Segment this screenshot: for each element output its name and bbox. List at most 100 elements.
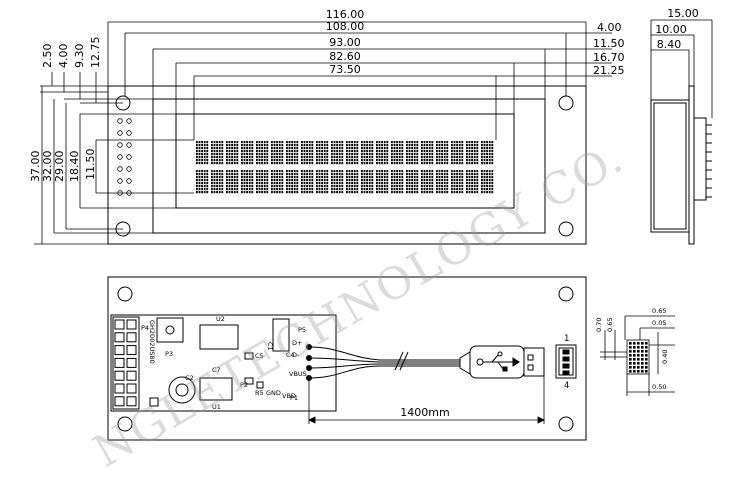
label-vbus: VBUS [289,370,307,378]
pixel-dot [428,176,431,179]
pixel-dot [486,188,488,191]
pixel-dot [363,150,366,153]
pixel-dot [323,153,326,156]
pixel-dot [368,176,371,179]
pixel-dot [326,179,329,182]
pixel-dot [436,141,438,144]
pixel-dot [438,159,441,162]
pixel-dot [353,182,356,185]
pixel-dot [221,179,224,182]
pixel-dot [276,141,278,144]
pixel-dot [336,153,338,156]
pixel-dot [331,153,333,156]
pin-dot [641,366,644,369]
pixel-dot [371,176,374,179]
pixel-dot [248,159,251,162]
pixel-dot [263,156,266,159]
pixel-dot [438,179,441,182]
pixel-dot [461,188,464,191]
pixel-dot [416,150,419,153]
pixel-dot [456,153,458,156]
cap-c1 [272,318,290,352]
pixel-dot [251,188,254,191]
pixel-dot [216,188,218,191]
pixel-dot [263,185,266,188]
pixel-dot [226,147,228,150]
pixel-dot [416,162,419,165]
pixel-dot [318,141,321,144]
pixel-dot [423,159,426,162]
pixel-dot [351,182,353,185]
pixel-dot [413,173,416,176]
pixel-dot [218,144,221,147]
pixel-dot [341,150,344,153]
char-cell [361,141,374,165]
pixel-dot [356,185,359,188]
pixel-dot [483,156,486,159]
pixel-dot [426,162,428,165]
pixel-dot [336,176,338,179]
pin-dot [645,346,648,349]
pixel-dot [411,182,413,185]
char-cell [391,141,404,165]
pixel-dot [416,156,419,159]
pixel-dot [451,156,453,159]
pixel-dot [256,162,258,165]
pixel-dot [326,150,329,153]
pixel-dot [338,191,341,194]
pixel-dot [293,176,296,179]
pixel-dot [291,150,293,153]
pixel-dot [198,153,201,156]
pixel-dot [396,153,398,156]
pixel-dot [451,153,453,156]
pixel-dot [401,147,404,150]
pixel-dot [318,176,321,179]
pixel-dot [368,170,371,173]
pixel-dot [471,141,473,144]
pixel-dot [483,170,486,173]
pixel-dot [486,191,488,194]
dim-12-75: 12.75 [89,37,102,69]
pixel-dot [431,182,434,185]
pixel-dot [411,170,413,173]
pixel-dot [416,147,419,150]
pixel-dot [356,153,359,156]
pixel-dot [286,176,288,179]
pixel-dot [258,185,261,188]
pixel-dot [316,144,318,147]
header-pin [126,332,137,343]
pixel-dot [436,144,438,147]
header-pin [126,383,137,394]
pixel-dot [356,182,359,185]
pixel-dot [351,179,353,182]
pixel-dot [451,188,453,191]
pixel-dot [438,156,441,159]
pixel-dot [338,147,341,150]
pixel-dot [476,191,479,194]
pixel-dot [276,173,278,176]
pixel-dot [383,188,386,191]
pad [126,154,132,160]
pixel-dot [416,179,419,182]
pixel-dot [261,153,263,156]
pixel-dot [201,191,203,194]
pixel-dot [483,159,486,162]
pixel-dot [391,170,393,173]
pixel-dot [468,170,471,173]
pixel-dot [288,185,291,188]
pixel-dot [473,179,476,182]
pixel-dot [441,159,443,162]
pixel-dot [366,170,368,173]
pixel-dot [371,153,374,156]
pixel-dot [256,153,258,156]
pixel-dot [431,185,434,188]
pixel-dot [233,141,236,144]
char-cell [331,141,344,165]
pixel-dot [321,179,323,182]
pixel-dot [413,150,416,153]
pixel-dot [248,156,251,159]
pixel-dot [363,170,366,173]
pixel-dot [341,173,344,176]
pixel-dot [271,141,273,144]
pixel-dot [401,144,404,147]
